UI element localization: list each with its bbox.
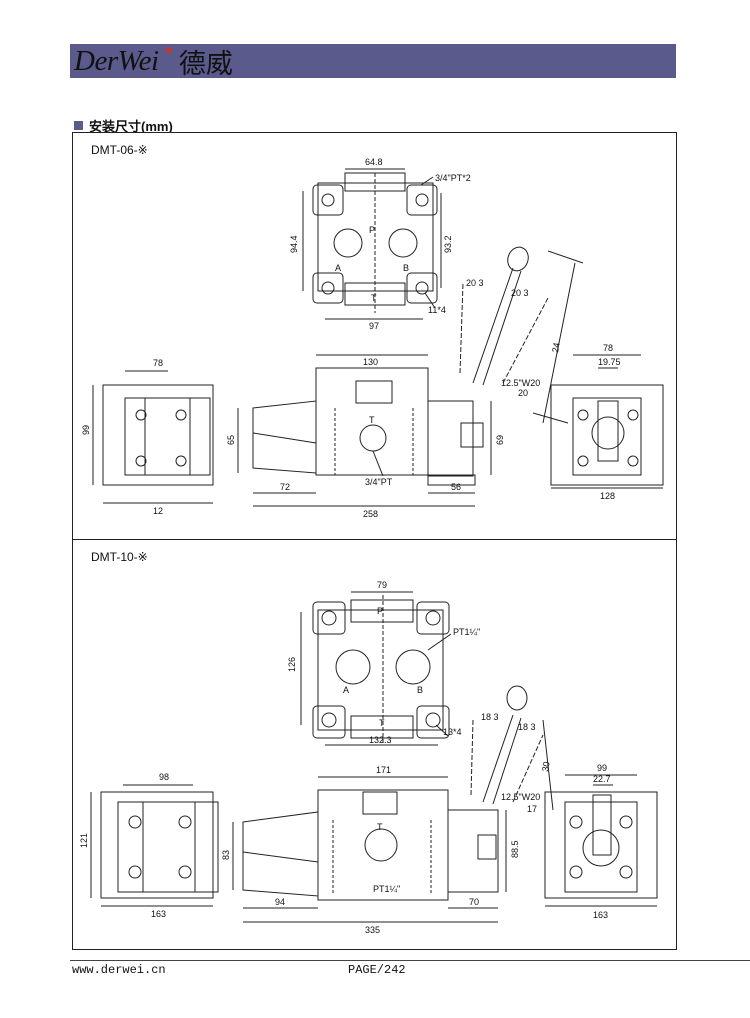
drawing-panel-dmt-06: DMT-06-※ bbox=[72, 132, 677, 541]
dim-bolt-holes: 11*4 bbox=[428, 305, 446, 315]
dim-front-width: 171 bbox=[376, 765, 391, 775]
dim-right-height-front: 69 bbox=[495, 435, 505, 445]
brand-name-latin: DerWei bbox=[74, 44, 159, 77]
brand-logo: DerWei ✱ 德威 bbox=[74, 44, 233, 80]
technical-drawing-dmt-06: P A B T 64.8 3/4"PT*2 94.4 93.2 97 11*4 … bbox=[81, 157, 664, 519]
dim-side-width: 98 bbox=[159, 772, 169, 782]
dim-lever-angle-a: 20 3 bbox=[466, 278, 484, 288]
dim-left-ext: 72 bbox=[280, 482, 290, 492]
dim-end-inner: 19.75 bbox=[598, 357, 621, 367]
dim-end-base: 128 bbox=[600, 491, 615, 501]
port-label-p: P bbox=[369, 225, 375, 235]
dim-left-ext: 94 bbox=[275, 897, 285, 907]
dim-right-height-front: 88.5 bbox=[510, 840, 520, 858]
port-label-t: T bbox=[379, 718, 385, 728]
dim-left-height: 94.4 bbox=[289, 235, 299, 253]
model-label: DMT-06-※ bbox=[91, 143, 148, 157]
drawing-panel-dmt-10: DMT-10-※ bbox=[72, 539, 677, 950]
technical-drawing-dmt-10: P A B T 79 PT1¼" 126 132.3 13*4 18 3 18 … bbox=[79, 580, 658, 935]
dim-tank-port: 3/4"PT bbox=[365, 477, 393, 487]
dim-side-height: 99 bbox=[81, 425, 91, 435]
port-label-a: A bbox=[335, 263, 341, 273]
header-bar bbox=[70, 44, 676, 78]
dim-right-ext: 56 bbox=[451, 482, 461, 492]
dim-tank-port: PT1¼" bbox=[373, 884, 400, 894]
dim-lever-angle-a: 18 3 bbox=[481, 712, 499, 722]
dim-side-base: 12 bbox=[153, 506, 163, 516]
section-title: 安装尺寸(mm) bbox=[74, 116, 173, 135]
dim-top-width: 64.8 bbox=[365, 157, 383, 167]
dim-body-height: 83 bbox=[221, 850, 231, 860]
port-label-a: A bbox=[343, 685, 349, 695]
dim-top-width: 79 bbox=[377, 580, 387, 590]
dim-end-base: 163 bbox=[593, 910, 608, 920]
dim-lever-angle-b: 18 3 bbox=[518, 722, 536, 732]
dim-bolt-spacing: 97 bbox=[369, 321, 379, 331]
dim-bolt-holes: 13*4 bbox=[443, 727, 462, 737]
dim-body-height: 65 bbox=[226, 435, 236, 445]
footer-url: www.derwei.cn bbox=[72, 963, 166, 977]
dim-bolt-spacing: 132.3 bbox=[369, 735, 392, 745]
dim-lever-angle-b: 20 3 bbox=[511, 288, 529, 298]
dim-lever-thread: 12.5"W20 bbox=[501, 378, 540, 388]
section-bullet-icon bbox=[74, 121, 83, 130]
dim-port-thread: PT1¼" bbox=[453, 627, 480, 637]
page-number: PAGE/242 bbox=[348, 963, 406, 977]
dim-side-height: 121 bbox=[79, 833, 89, 848]
dim-end-inner: 22.7 bbox=[593, 774, 611, 784]
dim-end-width: 78 bbox=[603, 343, 613, 353]
dim-front-width: 130 bbox=[363, 357, 378, 367]
port-label-t: T bbox=[371, 293, 377, 303]
port-label-b: B bbox=[417, 685, 423, 695]
dim-lever-length: 24 bbox=[550, 342, 562, 354]
dim-side-base: 163 bbox=[151, 909, 166, 919]
front-port-label-t: T bbox=[377, 822, 383, 832]
dim-right-height: 93.2 bbox=[443, 235, 453, 253]
dim-lever-offset: 20 bbox=[518, 388, 528, 398]
footer-divider bbox=[70, 960, 750, 961]
dim-lever-offset: 17 bbox=[527, 804, 537, 814]
dim-side-width: 78 bbox=[153, 358, 163, 368]
dim-lever-length: 30 bbox=[540, 761, 552, 773]
brand-star-icon: ✱ bbox=[164, 45, 173, 57]
dim-total-length: 258 bbox=[363, 509, 378, 519]
model-label: DMT-10-※ bbox=[91, 550, 148, 564]
port-label-p: P bbox=[377, 606, 383, 616]
dim-total-length: 335 bbox=[365, 925, 380, 935]
dim-port-thread: 3/4"PT*2 bbox=[435, 173, 471, 183]
dim-end-width: 99 bbox=[597, 763, 607, 773]
dim-lever-thread: 12.5"W20 bbox=[501, 792, 540, 802]
brand-name-cjk: 德威 bbox=[178, 48, 233, 80]
section-title-text: 安装尺寸(mm) bbox=[89, 119, 173, 134]
dim-right-ext: 70 bbox=[469, 897, 479, 907]
port-label-b: B bbox=[403, 263, 409, 273]
dim-left-height: 126 bbox=[287, 657, 297, 672]
front-port-label-t: T bbox=[369, 415, 375, 425]
